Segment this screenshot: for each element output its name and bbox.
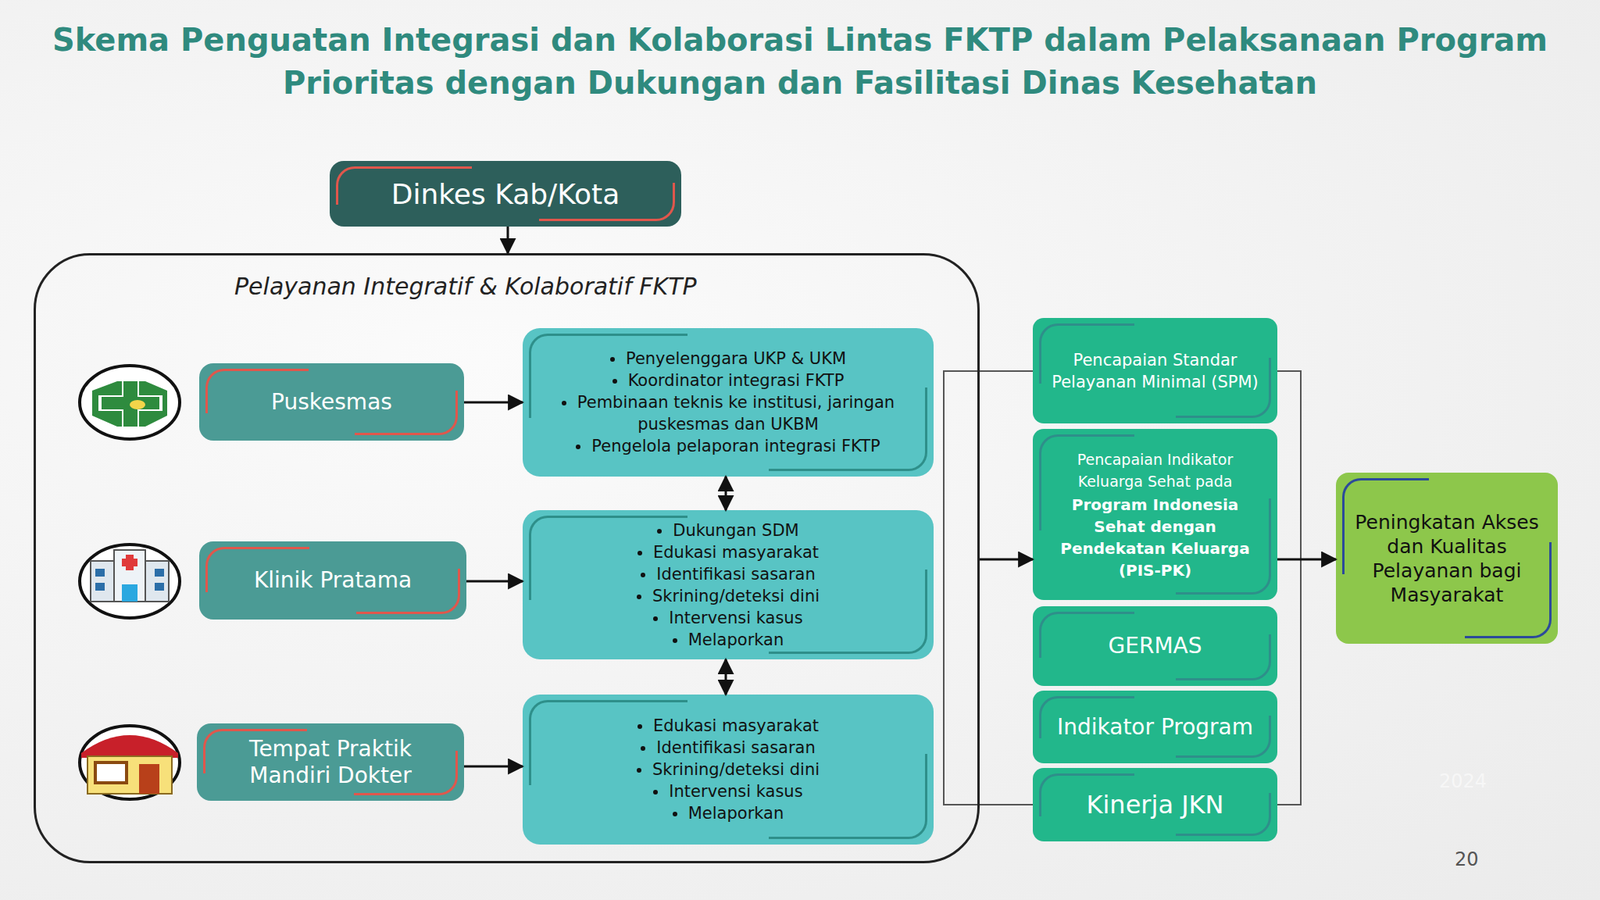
group-title: Pelayanan Integratif & Kolaboratif FKTP	[234, 272, 697, 300]
box-label: Indikator Program	[1057, 716, 1254, 739]
connector-arrow	[725, 659, 728, 695]
program-box: Indikator Program	[1032, 690, 1278, 764]
bullet-item: Melaporkan	[672, 802, 785, 825]
bullet-item: Skrining/deteksi dini	[636, 758, 820, 781]
bullet-item: Melaporkan	[672, 628, 785, 651]
facility-box: Puskesmas	[199, 363, 465, 441]
role-list-box: Penyelenggara UKP & UKMKoordinator integ…	[522, 328, 934, 477]
box-label: Kinerja JKN	[1085, 793, 1224, 816]
role-list-box: Dukungan SDMEdukasi masyarakatIdentifika…	[522, 510, 934, 660]
box-label: Pencapaian Indikator Keluarga Sehat pada	[1043, 448, 1267, 493]
bullet-item: Penyelenggara UKP & UKM	[610, 347, 847, 370]
box-label: GERMAS	[1108, 635, 1203, 658]
program-box: GERMAS	[1032, 606, 1278, 686]
puskesmas-icon	[79, 365, 180, 440]
clinic-icon	[79, 544, 180, 618]
box-label: Klinik Pratama	[253, 567, 412, 594]
connector-arrow	[725, 476, 728, 511]
page-number: 20	[1454, 848, 1479, 871]
bullet-item: Skrining/deteksi dini	[636, 585, 820, 608]
bullet-item: Edukasi masyarakat	[637, 541, 819, 564]
program-box: Kinerja JKN	[1032, 767, 1278, 842]
bullet-item: Identifikasi sasaran	[640, 563, 816, 586]
bullet-item: Pengelola pelaporan integrasi FKTP	[575, 435, 880, 458]
box-label: Puskesmas	[271, 389, 393, 416]
role-list-box: Edukasi masyarakatIdentifikasi sasaranSk…	[522, 694, 934, 845]
bullet-item: Pembinaan teknis ke institusi, jaringan …	[541, 391, 915, 436]
dark-box: Dinkes Kab/Kota	[329, 160, 682, 227]
connector-arrow	[507, 226, 510, 254]
bullet-item: Edukasi masyarakat	[637, 714, 819, 737]
connector-arrow	[979, 558, 1033, 561]
bullet-item: Intervensi kasus	[653, 780, 803, 803]
box-label: Program Indonesia Sehat dengan Pendekata…	[1043, 493, 1267, 582]
program-box: Pencapaian Indikator Keluarga Sehat pada…	[1032, 428, 1278, 600]
connector-arrow	[466, 580, 523, 583]
connector-arrow	[464, 401, 523, 404]
facility-box: Tempat Praktik Mandiri Dokter	[196, 723, 465, 801]
bullet-item: Koordinator integrasi FKTP	[612, 369, 845, 392]
bracket-lines	[943, 371, 1301, 805]
connector-arrow	[1277, 558, 1336, 561]
box-label: Peningkatan Akses dan Kualitas Pelayanan…	[1353, 510, 1541, 608]
bullet-item: Dukungan SDM	[657, 519, 799, 542]
box-label: Tempat Praktik Mandiri Dokter	[212, 735, 449, 790]
program-box: Pencapaian Standar Pelayanan Minimal (SP…	[1032, 317, 1278, 424]
connector-arrow	[464, 765, 523, 768]
box-label: Pencapaian Standar Pelayanan Minimal (SP…	[1043, 349, 1267, 393]
outcome-box: Peningkatan Akses dan Kualitas Pelayanan…	[1335, 472, 1558, 644]
house-icon	[79, 725, 180, 800]
diagram-title: Skema Penguatan Integrasi dan Kolaborasi…	[0, 18, 1600, 105]
watermark: 2024	[1439, 770, 1487, 793]
bullet-item: Intervensi kasus	[653, 607, 803, 629]
bullet-item: Identifikasi sasaran	[640, 736, 816, 759]
facility-box: Klinik Pratama	[199, 541, 467, 620]
box-label: Dinkes Kab/Kota	[391, 178, 620, 211]
group-container: Pelayanan Integratif & Kolaboratif FKTP P…	[33, 253, 980, 864]
